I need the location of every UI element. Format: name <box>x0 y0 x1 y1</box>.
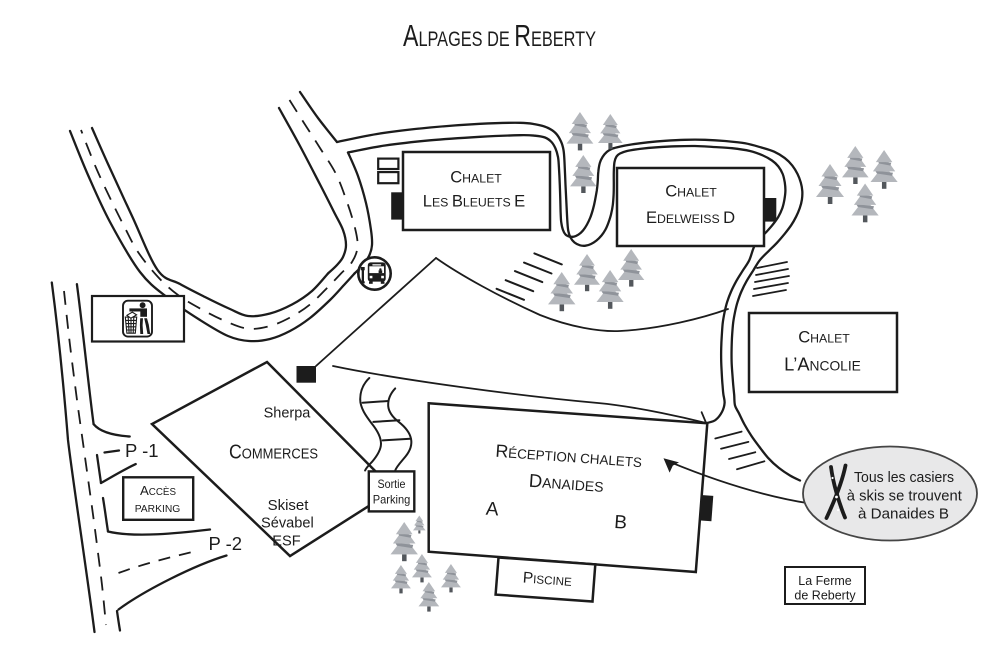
svg-text:ESF: ESF <box>272 534 300 550</box>
svg-text:A: A <box>485 499 499 521</box>
svg-text:à skis se trouvent: à skis se trouvent <box>847 488 963 505</box>
svg-text:Parking: Parking <box>373 493 411 507</box>
svg-text:PARKING: PARKING <box>135 504 181 515</box>
svg-text:COMMERCES: COMMERCES <box>229 441 318 464</box>
svg-text:CHALET: CHALET <box>450 168 502 187</box>
svg-text:ACCÈS: ACCÈS <box>140 483 176 498</box>
svg-text:à Danaides B: à Danaides B <box>858 506 949 523</box>
svg-text:CHALET: CHALET <box>665 181 717 200</box>
svg-text:B: B <box>614 512 628 534</box>
svg-text:EDELWEISS D: EDELWEISS D <box>646 208 735 227</box>
svg-text:PISCINE: PISCINE <box>522 569 572 589</box>
svg-text:Sortie: Sortie <box>378 477 406 491</box>
svg-text:LES BLEUETS E: LES BLEUETS E <box>423 192 525 211</box>
svg-text:La Ferme: La Ferme <box>798 574 852 588</box>
svg-text:Skiset: Skiset <box>268 497 310 514</box>
svg-text:Sherpa: Sherpa <box>264 406 312 422</box>
svg-text:CHALET: CHALET <box>798 328 850 347</box>
svg-text:de Reberty: de Reberty <box>794 589 856 603</box>
svg-text:P -1: P -1 <box>125 440 159 461</box>
svg-text:Tous les casiers: Tous les casiers <box>854 469 954 486</box>
svg-text:P -2: P -2 <box>209 533 243 554</box>
svg-text:L’ANCOLIE: L’ANCOLIE <box>784 354 861 375</box>
svg-text:Sévabel: Sévabel <box>261 516 314 532</box>
